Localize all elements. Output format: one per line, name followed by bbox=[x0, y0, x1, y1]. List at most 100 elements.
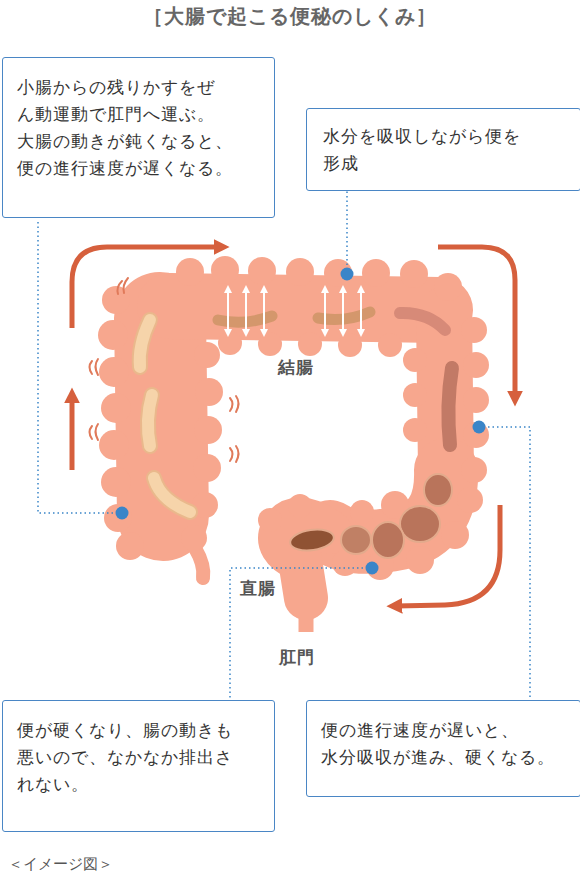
leader-dot bbox=[473, 421, 486, 434]
stool-lumps bbox=[289, 474, 452, 558]
intestine-haustra bbox=[181, 525, 207, 551]
intestine-haustra bbox=[218, 331, 242, 355]
absorption-arrows bbox=[245, 289, 247, 333]
leader-line bbox=[479, 427, 530, 699]
intestine-haustra bbox=[211, 256, 239, 284]
motion-marks bbox=[90, 361, 93, 374]
leader-line bbox=[38, 219, 122, 513]
stool bbox=[448, 368, 452, 445]
stool bbox=[400, 313, 445, 330]
intestine-haustra bbox=[193, 454, 221, 482]
intestine-haustra bbox=[99, 357, 129, 387]
intestine-haustra bbox=[101, 467, 131, 497]
intestine-body bbox=[195, 548, 203, 578]
motion-marks bbox=[236, 446, 239, 462]
callout-box: 小腸からの残りかすをぜ ん動運動で肛門へ運ぶ。 大腸の動きが鈍くなると、 便の進… bbox=[2, 57, 275, 218]
motion-marks bbox=[90, 278, 239, 462]
motion-marks bbox=[124, 278, 129, 293]
intestine-body bbox=[160, 306, 446, 632]
part-name: 結腸 bbox=[278, 356, 314, 379]
intestine-haustra bbox=[350, 500, 374, 524]
flow-arrow bbox=[72, 247, 515, 606]
callout-box: 水分を吸収しながら便を 形成 bbox=[306, 108, 580, 191]
intestine-haustra bbox=[101, 393, 131, 423]
stool bbox=[148, 395, 152, 446]
intestine-haustra bbox=[406, 546, 434, 574]
intestine-haustra bbox=[463, 352, 489, 378]
intestine-haustra bbox=[195, 378, 223, 406]
intestine-haustra bbox=[194, 416, 222, 444]
intestine-haustra bbox=[248, 257, 276, 285]
leader-dot bbox=[116, 507, 129, 520]
motion-marks bbox=[96, 424, 99, 440]
leader-line bbox=[38, 191, 530, 699]
stool bbox=[148, 395, 152, 446]
leader-line bbox=[230, 568, 372, 699]
intestine-haustra bbox=[286, 258, 314, 286]
absorption-arrows bbox=[360, 289, 362, 333]
intestine-haustra bbox=[378, 333, 402, 357]
intestine-haustra bbox=[441, 521, 469, 549]
intestine-haustra bbox=[288, 494, 312, 518]
intestine-haustra bbox=[99, 430, 129, 460]
part-name: 直腸 bbox=[240, 577, 276, 600]
intestine-haustra bbox=[258, 508, 282, 532]
intestine-haustra bbox=[116, 532, 144, 560]
part-name: 肛門 bbox=[279, 646, 315, 669]
stool bbox=[154, 478, 190, 512]
intestine-haustra bbox=[434, 273, 462, 301]
intestine-body bbox=[299, 590, 314, 632]
intestine-haustra bbox=[98, 320, 128, 350]
absorption-arrows bbox=[342, 289, 344, 333]
callout-box: 便の進行速度が遅いと、 水分吸収が進み、硬くなる。 bbox=[306, 700, 580, 797]
diagram-title: ［大腸で起こる便秘のしくみ］ bbox=[0, 3, 580, 30]
motion-marks bbox=[230, 398, 233, 411]
callout-text: 小腸からの残りかすをぜ ん動運動で肛門へ運ぶ。 大腸の動きが鈍くなると、 便の進… bbox=[17, 74, 260, 182]
callout-text: 便の進行速度が遅いと、 水分吸収が進み、硬くなる。 bbox=[321, 717, 566, 771]
stool-lumps bbox=[372, 522, 404, 558]
motion-marks bbox=[236, 396, 239, 412]
intestine-haustra bbox=[403, 348, 427, 372]
intestine-haustra bbox=[403, 418, 427, 442]
callout-text: 便が硬くなり、腸の動きも 悪いので、なかなか排出さ れない。 bbox=[17, 717, 260, 798]
intestine-haustra bbox=[463, 387, 489, 413]
intestine-haustra bbox=[461, 457, 487, 483]
callout-text: 水分を吸収しながら便を 形成 bbox=[323, 123, 554, 177]
figure-caption: ＜イメージ図＞ bbox=[8, 855, 113, 874]
motion-marks bbox=[96, 359, 99, 375]
intestine-haustra bbox=[457, 487, 483, 513]
absorption-arrows bbox=[324, 289, 326, 333]
absorption-arrows bbox=[228, 289, 361, 333]
stool-lumps bbox=[400, 506, 440, 542]
intestine-haustra bbox=[194, 342, 220, 368]
stool bbox=[140, 320, 150, 367]
intestine-haustra bbox=[362, 259, 390, 287]
absorption-arrows bbox=[263, 289, 265, 333]
intestine-haustra bbox=[338, 333, 362, 357]
motion-marks bbox=[118, 281, 123, 294]
intestine-haustra bbox=[298, 332, 322, 356]
stool bbox=[140, 312, 452, 512]
leader-dot bbox=[366, 562, 379, 575]
stool-lumps bbox=[424, 474, 452, 506]
stool-lumps bbox=[289, 527, 335, 553]
intestine-haustra bbox=[176, 258, 204, 286]
absorption-arrows bbox=[227, 289, 229, 333]
leader-dot bbox=[341, 268, 354, 281]
intestine-haustra bbox=[104, 504, 132, 532]
intestine-haustra bbox=[403, 383, 427, 407]
leader-dot bbox=[116, 268, 486, 575]
intestine-haustra bbox=[461, 317, 487, 343]
stool-lumps bbox=[341, 526, 371, 554]
intestine-haustra bbox=[258, 332, 282, 356]
intestine-haustra bbox=[400, 260, 428, 288]
flow-arrow bbox=[70, 397, 75, 470]
callout-box: 便が硬くなり、腸の動きも 悪いので、なかなか排出さ れない。 bbox=[2, 700, 275, 832]
leader-line bbox=[346, 191, 348, 274]
intestine-haustra bbox=[102, 286, 130, 314]
stool bbox=[140, 320, 150, 367]
motion-marks bbox=[90, 426, 93, 439]
intestine-haustra bbox=[98, 256, 489, 580]
stool bbox=[154, 478, 190, 512]
motion-marks bbox=[230, 448, 233, 461]
